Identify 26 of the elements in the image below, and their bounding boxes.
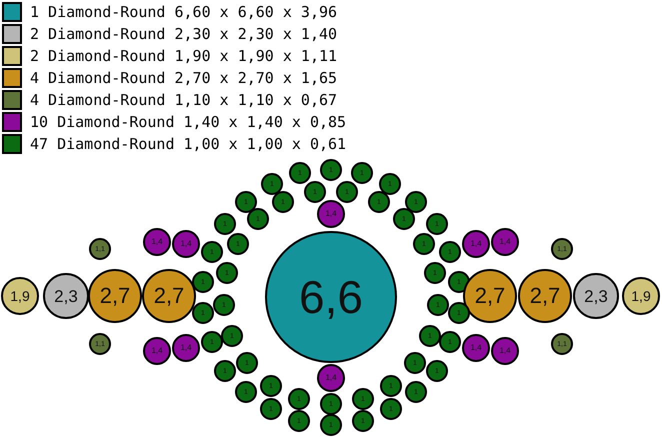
stone-circle: 1,4 (491, 337, 519, 365)
stone-circle: 1,4 (143, 228, 171, 256)
stone-circle: 1,9 (1, 277, 39, 315)
legend-text: 47 Diamond-Round 1,00 x 1,00 x 0,61 (30, 135, 346, 153)
stone-circle: 2,7 (518, 269, 572, 323)
legend-text: 2 Diamond-Round 2,30 x 2,30 x 1,40 (30, 25, 338, 43)
legend-text: 10 Diamond-Round 1,40 x 1,40 x 0,85 (30, 113, 346, 131)
stone-circle: 1,9 (622, 277, 660, 315)
stone-circle: 2,7 (88, 269, 142, 323)
legend-text: 4 Diamond-Round 2,70 x 2,70 x 1,65 (30, 69, 338, 87)
stone-circle: 1,4 (462, 230, 490, 258)
stone-circle: 1,4 (172, 230, 200, 258)
stone-circle: 1,4 (172, 334, 200, 362)
stone-circle: 1,4 (462, 334, 490, 362)
legend-text: 2 Diamond-Round 1,90 x 1,90 x 1,11 (30, 47, 338, 65)
stone-circle: 1,4 (143, 337, 171, 365)
stone-circle: 2,7 (142, 269, 196, 323)
legend-text: 1 Diamond-Round 6,60 x 6,60 x 3,96 (30, 3, 338, 21)
stone-circle: 2,3 (573, 273, 619, 319)
stone-circle: 2,3 (43, 273, 89, 319)
stone-circle: 1,4 (317, 200, 345, 228)
stone-circle: 1,4 (317, 364, 345, 392)
legend-text: 4 Diamond-Round 1,10 x 1,10 x 0,67 (30, 91, 338, 109)
stone-circle: 2,7 (463, 269, 517, 323)
stone-circle: 1,4 (491, 228, 519, 256)
stone-circle: 6,6 (265, 231, 397, 363)
